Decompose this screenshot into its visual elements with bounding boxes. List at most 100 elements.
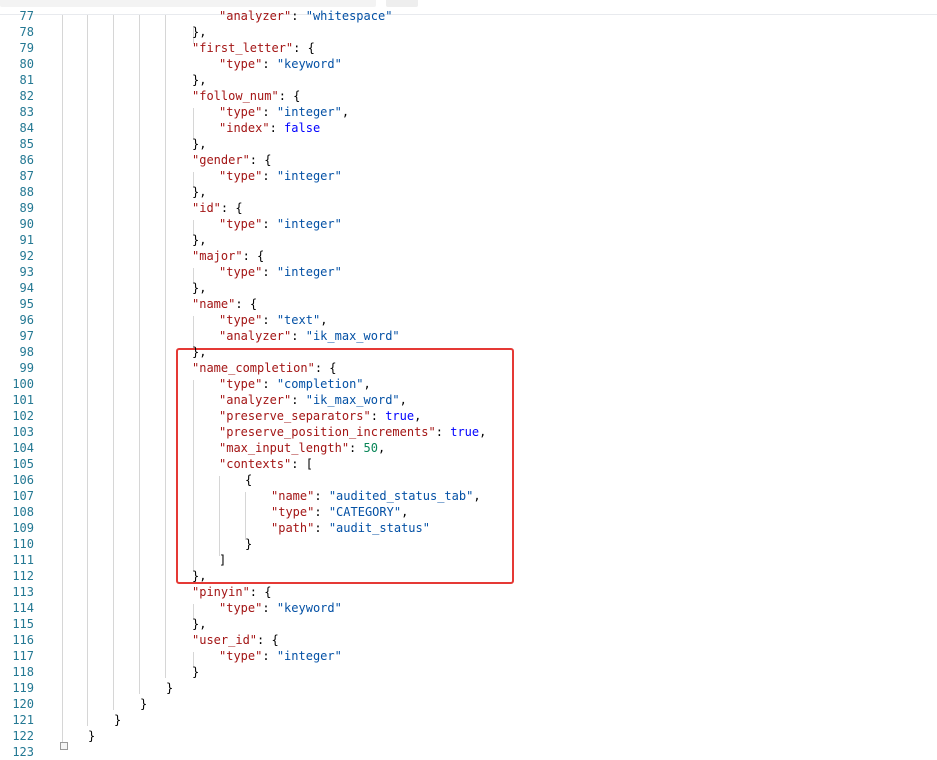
line-number: 81 [19, 73, 34, 87]
indent-guide [139, 0, 140, 694]
code-text: } [166, 681, 174, 695]
line-number: 97 [19, 329, 34, 343]
code-text: "name": "audited_status_tab", [271, 489, 481, 503]
indent-guide [193, 172, 194, 188]
code-line: 80"type": "keyword" [0, 56, 937, 72]
indent-guide [87, 0, 88, 726]
code-line: 97 "analyzer": "ik_max_word" [0, 328, 937, 344]
tab-stub[interactable] [386, 0, 418, 7]
code-text: } [245, 537, 253, 551]
code-text: } [88, 729, 96, 743]
line-number: 92 [19, 249, 34, 263]
code-line: 100"type": "completion", [0, 376, 937, 392]
code-text: }, [192, 137, 207, 151]
code-line: 95"name": { [0, 296, 937, 312]
code-line: 84"index": false [0, 120, 937, 136]
code-line: 118} [0, 664, 937, 680]
code-line: 96"type": "text", [0, 312, 937, 328]
code-line: 115}, [0, 616, 937, 632]
indent-guide [193, 28, 194, 44]
line-number: 121 [12, 713, 34, 727]
code-line: 98}, [0, 344, 937, 360]
code-line: 101 "analyzer": "ik_max_word", [0, 392, 937, 408]
code-text: }, [192, 73, 207, 87]
code-text: "type": "integer", [219, 105, 350, 119]
code-line: 82"follow_num": { [0, 88, 937, 104]
code-line: 108 "type": "CATEGORY", [0, 504, 937, 520]
line-number: 98 [19, 345, 34, 359]
line-number: 94 [19, 281, 34, 295]
line-number: 112 [12, 569, 34, 583]
code-line: 111] [0, 552, 937, 568]
code-text: "type": "completion", [219, 377, 371, 391]
code-line: 85}, [0, 136, 937, 152]
code-line: 109"path": "audit_status" [0, 520, 937, 536]
code-text: "user_id": { [192, 633, 279, 647]
code-text: }, [192, 185, 207, 199]
code-line: 113"pinyin": { [0, 584, 937, 600]
code-line: 91}, [0, 232, 937, 248]
code-line: 116 "user_id": { [0, 632, 937, 648]
line-number: 116 [12, 633, 34, 647]
line-number: 101 [12, 393, 34, 407]
code-text: "analyzer": "ik_max_word", [219, 393, 407, 407]
line-number: 90 [19, 217, 34, 231]
code-line: 81}, [0, 72, 937, 88]
line-number: 86 [19, 153, 34, 167]
line-number: 107 [12, 489, 34, 503]
code-text: }, [192, 233, 207, 247]
name-completion-highlight-box [176, 348, 514, 584]
code-text: "gender": { [192, 153, 272, 167]
indent-guide [193, 220, 194, 236]
code-line: 112}, [0, 568, 937, 584]
line-number: 113 [12, 585, 34, 599]
line-number: 109 [12, 521, 34, 535]
line-number: 111 [12, 553, 34, 567]
line-number: 88 [19, 185, 34, 199]
line-number: 95 [19, 297, 34, 311]
code-text: "analyzer": "ik_max_word" [219, 329, 400, 343]
line-number: 93 [19, 265, 34, 279]
code-text: "type": "CATEGORY", [271, 505, 409, 519]
code-line: 89"id": { [0, 200, 937, 216]
code-line: 110} [0, 536, 937, 552]
code-line: 83"type": "integer", [0, 104, 937, 120]
code-line: 77"analyzer": "whitespace" [0, 8, 937, 24]
indent-guide [62, 0, 63, 742]
code-line: 120} [0, 696, 937, 712]
line-number: 114 [12, 601, 34, 615]
code-line: 107 "name": "audited_status_tab", [0, 488, 937, 504]
indent-guide [165, 0, 166, 678]
line-number: 110 [12, 537, 34, 551]
code-line: 79"first_letter": { [0, 40, 937, 56]
code-line: 86 "gender": { [0, 152, 937, 168]
code-line: 102"preserve_separators": true, [0, 408, 937, 424]
line-number: 120 [12, 697, 34, 711]
line-number: 123 [12, 745, 34, 759]
code-text: "preserve_separators": true, [219, 409, 422, 423]
code-line: 94}, [0, 280, 937, 296]
line-number: 115 [12, 617, 34, 631]
line-number: 96 [19, 313, 34, 327]
indent-guide [193, 652, 194, 668]
editor-top-bar [0, 0, 937, 15]
code-text: "type": "integer" [219, 217, 342, 231]
indent-guide [193, 316, 194, 348]
line-number: 77 [19, 9, 34, 23]
code-line: 114 "type": "keyword" [0, 600, 937, 616]
code-line: 99"name_completion": { [0, 360, 937, 376]
code-text: "type": "keyword" [219, 601, 342, 615]
code-line: 105"contexts": [ [0, 456, 937, 472]
code-text: { [245, 473, 253, 487]
line-number: 122 [12, 729, 34, 743]
line-number: 108 [12, 505, 34, 519]
code-text: "preserve_position_increments": true, [219, 425, 487, 439]
line-number: 79 [19, 41, 34, 55]
code-text: "name_completion": { [192, 361, 337, 375]
line-number: 106 [12, 473, 34, 487]
line-number: 82 [19, 89, 34, 103]
code-line: 119} [0, 680, 937, 696]
code-text: } [114, 713, 122, 727]
code-line: 93"type": "integer" [0, 264, 937, 280]
